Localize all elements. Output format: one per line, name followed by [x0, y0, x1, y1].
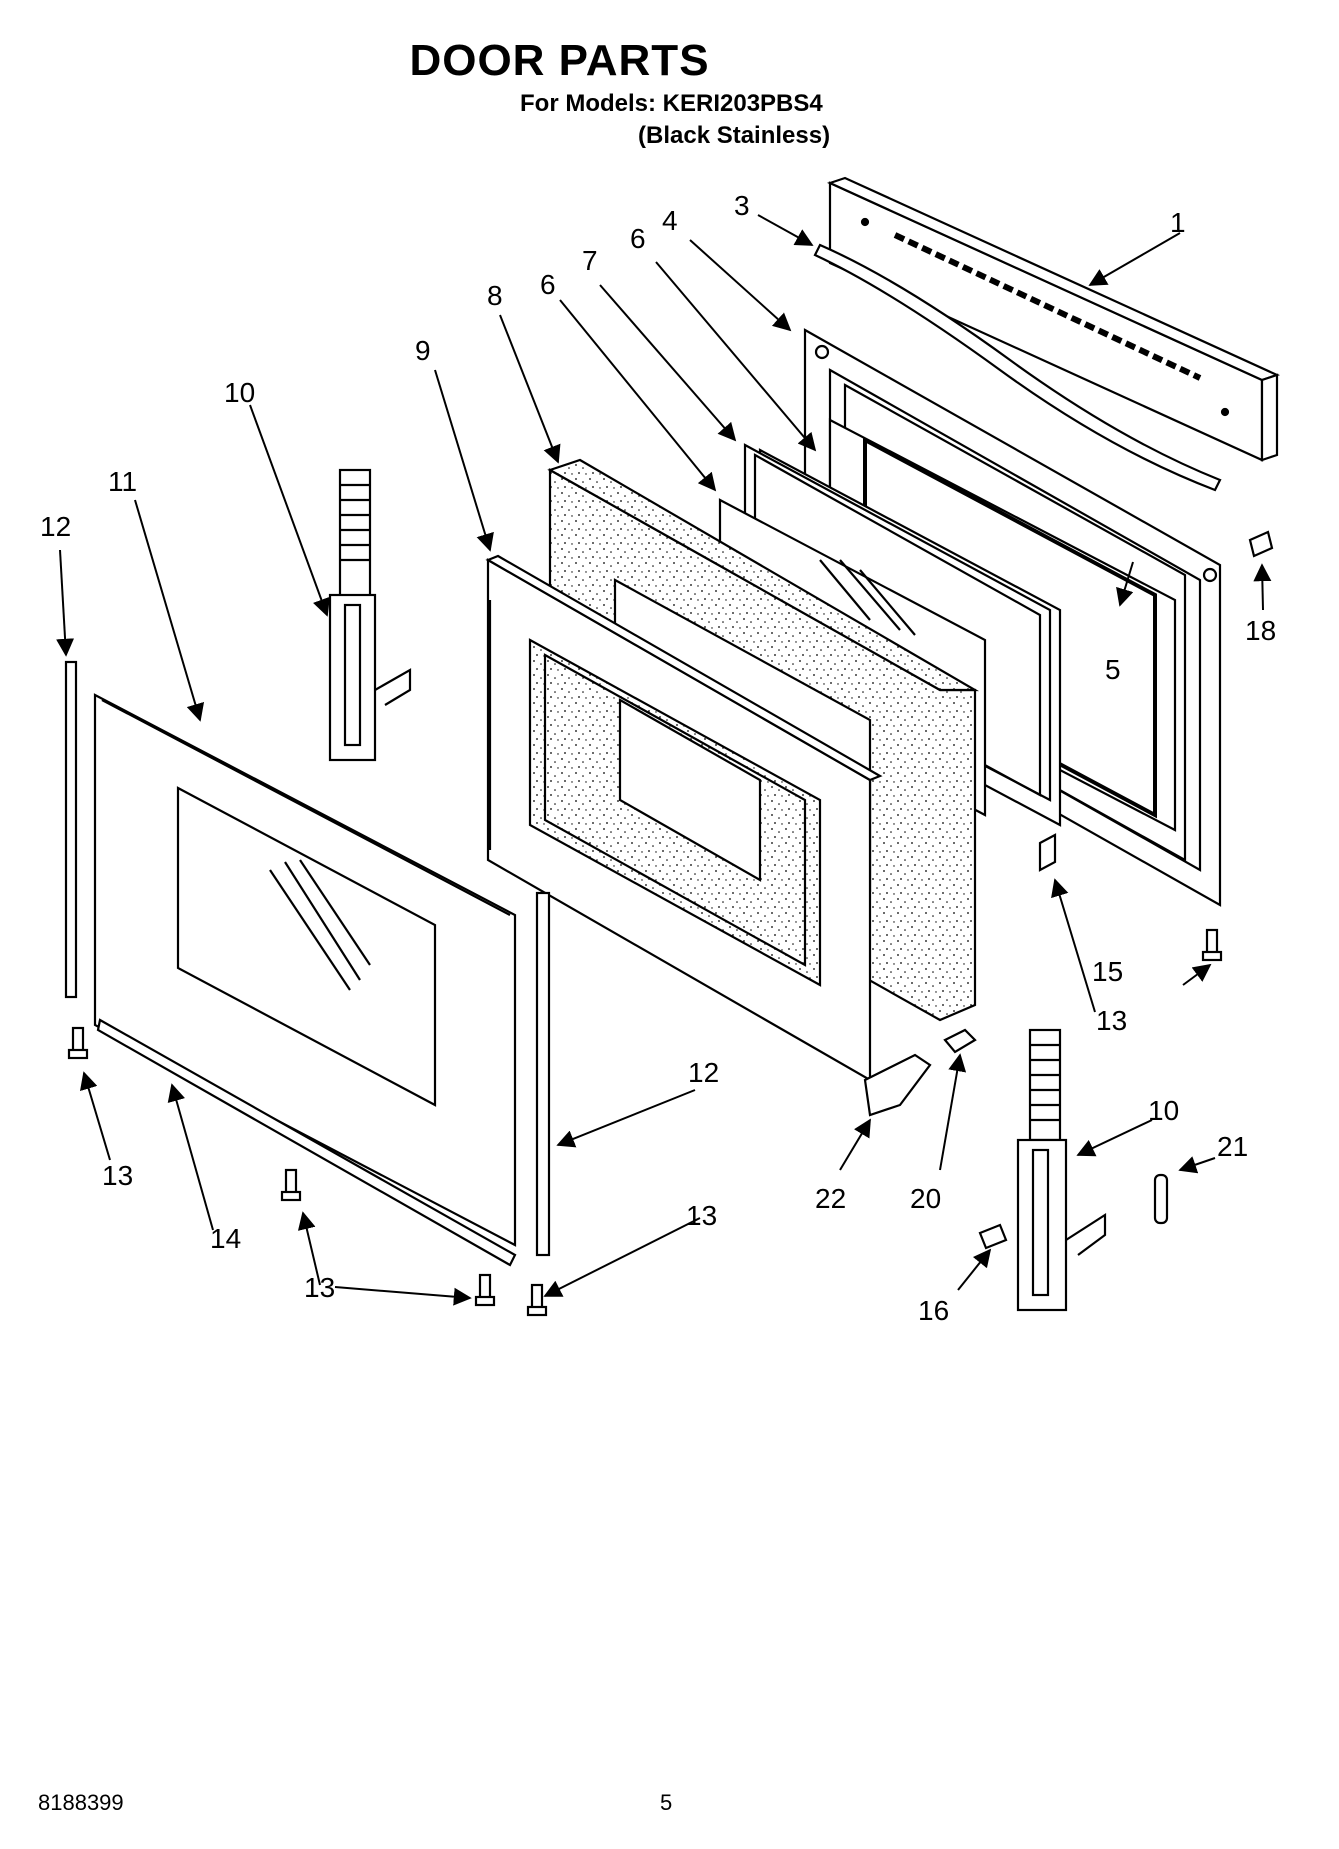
part-9-inner-door-frame: [485, 554, 883, 1082]
part-15-clip: [1038, 833, 1057, 872]
part-21-pin: [1153, 1173, 1169, 1225]
callout-13-bottom-right: 13: [686, 1200, 717, 1231]
callout-12-right: 12: [688, 1057, 719, 1088]
callout-20: 20: [910, 1183, 941, 1214]
screw-13-right: [1201, 928, 1223, 962]
callout-13-bottom: 13: [304, 1272, 335, 1303]
callout-13-right: 13: [1096, 1005, 1127, 1036]
callout-10-top: 10: [224, 377, 255, 408]
part-10-hinge-left: [328, 468, 412, 762]
callout-8: 8: [487, 280, 503, 311]
callout-10-bottom: 10: [1148, 1095, 1179, 1126]
callout-5: 5: [1105, 654, 1121, 685]
part-11-outer-door-glass: [93, 693, 517, 1247]
callout-12-left: 12: [40, 511, 71, 542]
page-number: 5: [660, 1790, 673, 1815]
callout-6-mid: 6: [540, 269, 556, 300]
part-10-hinge-right: [1016, 1028, 1107, 1312]
callout-6-top: 6: [630, 223, 646, 254]
callout-21: 21: [1217, 1131, 1248, 1162]
screw-18: [1248, 530, 1274, 558]
part-12-trim-right: [535, 891, 551, 1257]
callout-11: 11: [108, 466, 137, 497]
finish-line: (Black Stainless): [638, 122, 831, 149]
callout-1: 1: [1170, 207, 1186, 238]
callout-3: 3: [734, 190, 750, 221]
part-20-screw: [943, 1028, 977, 1054]
part-22-bracket: [863, 1053, 932, 1117]
screw-13-left: [67, 1026, 89, 1060]
callout-13-left: 13: [102, 1160, 133, 1191]
page-title: DOOR PARTS: [409, 36, 710, 85]
models-line: For Models: KERI203PBS4: [520, 90, 823, 117]
screw-13-mid: [280, 1168, 302, 1202]
callout-22: 22: [815, 1183, 846, 1214]
doc-number: 8188399: [38, 1790, 124, 1815]
screw-16: [978, 1223, 1008, 1250]
screw-13-bottom-a: [474, 1273, 496, 1307]
callout-7: 7: [582, 245, 598, 276]
part-12-trim-left: [64, 660, 78, 999]
callout-15: 15: [1092, 956, 1123, 987]
part-14-bottom-trim: [96, 1018, 517, 1267]
part-3-gasket: [813, 243, 1222, 492]
callout-18: 18: [1245, 615, 1276, 646]
callout-9: 9: [415, 335, 431, 366]
callout-4: 4: [662, 205, 678, 236]
callout-16: 16: [918, 1295, 949, 1326]
part-1-vent-trim: [826, 176, 1281, 462]
callout-14: 14: [210, 1223, 241, 1254]
screw-13-bottom-b: [526, 1283, 548, 1317]
